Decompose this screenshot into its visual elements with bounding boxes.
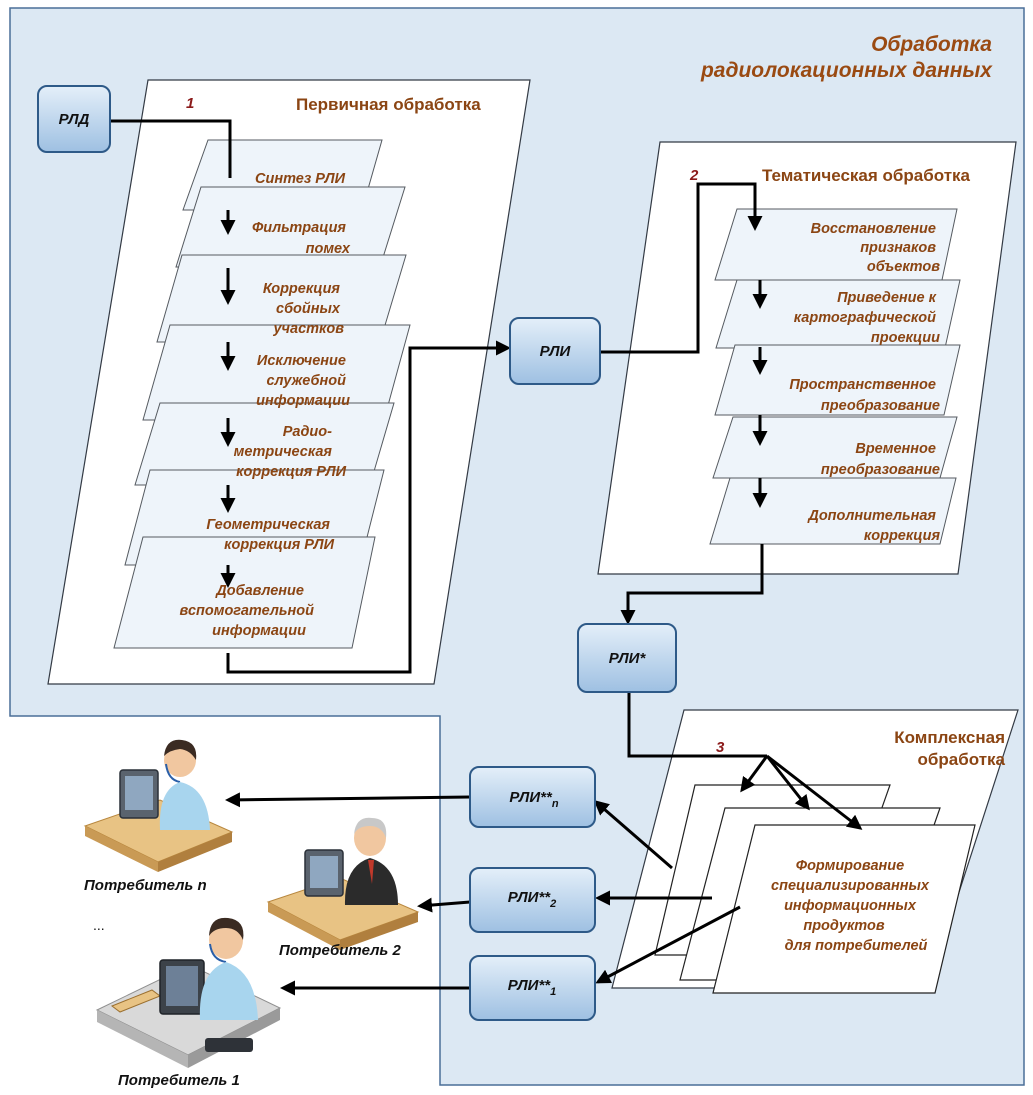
rli-box-label: РЛИ bbox=[540, 343, 572, 360]
flow-rli-2-to-consumer-2 bbox=[417, 897, 471, 913]
rli-n-box-shape[interactable] bbox=[469, 766, 596, 828]
primary-section-title: Первичная обработка bbox=[296, 95, 481, 114]
person-body-icon bbox=[199, 962, 258, 1020]
diagram-title-line2: радиолокационных данных bbox=[700, 59, 993, 82]
flow-complex-to-rli-1 bbox=[595, 905, 741, 984]
rli-box[interactable]: РЛИ bbox=[509, 317, 601, 385]
thematic-steps bbox=[709, 208, 961, 545]
person-body-icon bbox=[159, 782, 210, 830]
desk-side bbox=[340, 912, 418, 950]
thematic-step-3-label: Пространственное преобразование bbox=[789, 377, 940, 414]
step-number-1: 1 bbox=[186, 95, 194, 112]
rli-box-shape[interactable] bbox=[509, 317, 601, 385]
monitor-screen bbox=[310, 856, 338, 888]
person-head-icon bbox=[209, 921, 243, 959]
desk-front bbox=[97, 1010, 188, 1068]
consumer-n-illustration bbox=[83, 739, 234, 872]
desk-front bbox=[268, 902, 340, 950]
complex-sheet-front bbox=[712, 824, 976, 994]
thematic-step-4-label: Временное преобразование bbox=[821, 441, 940, 478]
consumer-n-caption: Потребитель n bbox=[84, 877, 207, 894]
diagram-title-line1: Обработка bbox=[871, 33, 992, 56]
consumer-2-caption: Потребитель 2 bbox=[279, 942, 401, 959]
step-number-2: 2 bbox=[689, 167, 699, 184]
person-tie bbox=[368, 860, 374, 884]
desk-front bbox=[85, 826, 158, 872]
primary-step-5-label: Радио- метрическая коррекция РЛИ bbox=[234, 424, 347, 480]
primary-step-2-label: Фильтрация помех bbox=[252, 220, 351, 257]
rli-2-box[interactable]: РЛИ**2 bbox=[469, 867, 596, 933]
flow-complex-fan-1 bbox=[740, 755, 769, 793]
keyboard-icon bbox=[205, 1038, 253, 1052]
person-hair bbox=[164, 739, 197, 760]
thematic-step-parallelogram bbox=[709, 477, 957, 545]
flow-thematic-to-rli-star bbox=[620, 544, 764, 625]
consumers-ellipsis: ... bbox=[93, 917, 105, 933]
rld-box-label: РЛД bbox=[59, 111, 90, 128]
rli-n-box-label: РЛИ**n bbox=[509, 789, 558, 810]
step-arrows bbox=[220, 210, 768, 588]
monitor-screen bbox=[166, 966, 198, 1006]
person-hair bbox=[209, 917, 244, 940]
complex-section-title-line1: Комплексная bbox=[894, 728, 1005, 747]
flow-complex-fan-2 bbox=[765, 755, 810, 811]
primary-step-1-label: Синтез РЛИ bbox=[255, 171, 346, 187]
flow-primary-to-rli bbox=[226, 340, 511, 674]
person-body-icon bbox=[344, 858, 398, 905]
flow-rli-to-thematic bbox=[598, 182, 763, 354]
thematic-section-title: Тематическая обработка bbox=[762, 166, 971, 185]
consumer-2-illustration bbox=[266, 817, 420, 950]
flow-complex-fan-3 bbox=[766, 754, 863, 830]
desk-side bbox=[158, 832, 232, 872]
primary-step-parallelogram bbox=[113, 536, 376, 649]
consumer-1-illustration bbox=[95, 917, 282, 1068]
primary-step-6-label: Геометрическая коррекция РЛИ bbox=[206, 517, 334, 553]
flow-complex-to-rli-n bbox=[593, 800, 673, 870]
person-hair bbox=[354, 817, 387, 838]
rli-2-box-label: РЛИ**2 bbox=[508, 889, 557, 910]
flow-lines bbox=[110, 119, 863, 996]
consumer-1-caption: Потребитель 1 bbox=[118, 1072, 240, 1089]
rld-box-shape[interactable] bbox=[37, 85, 111, 153]
person-head-icon bbox=[354, 820, 386, 856]
thematic-step-parallelogram bbox=[714, 344, 961, 416]
flow-rld-to-synthesis bbox=[110, 119, 232, 178]
headset-icon bbox=[209, 943, 227, 963]
primary-step-4-label: Исключение служебной информации bbox=[256, 353, 350, 409]
rli-1-box-shape[interactable] bbox=[469, 955, 596, 1021]
complex-section-title-line2: обработка bbox=[918, 750, 1006, 769]
primary-step-3-label: Коррекция сбойных участков bbox=[263, 281, 344, 337]
flow-rli-star-to-complex bbox=[627, 692, 767, 758]
rli-2-box-shape[interactable] bbox=[469, 867, 596, 933]
rli-star-box-shape[interactable] bbox=[577, 623, 677, 693]
thematic-step-1-label: Восстановление признаков объектов bbox=[811, 221, 941, 275]
monitor-screen bbox=[125, 776, 153, 810]
step-number-3: 3 bbox=[716, 739, 725, 756]
primary-steps bbox=[113, 139, 411, 649]
primary-step-7-label: Добавление вспомогательной информации bbox=[180, 583, 318, 639]
rli-1-box[interactable]: РЛИ**1 bbox=[469, 955, 596, 1021]
rld-box[interactable]: РЛД bbox=[37, 85, 111, 153]
thematic-step-2-label: Приведение к картографической проекции bbox=[794, 290, 940, 346]
complex-product-label: Формирование специализированных информац… bbox=[771, 858, 933, 954]
rli-n-box[interactable]: РЛИ**n bbox=[469, 766, 596, 828]
rli-1-box-label: РЛИ**1 bbox=[508, 977, 557, 998]
rli-star-box-label: РЛИ* bbox=[609, 650, 647, 667]
flow-rli-n-to-consumer-n bbox=[225, 792, 471, 808]
headset-icon bbox=[165, 763, 181, 783]
rli-star-box[interactable]: РЛИ* bbox=[577, 623, 677, 693]
person-arm bbox=[168, 812, 204, 822]
thematic-step-5-label: Дополнительная коррекция bbox=[806, 508, 940, 544]
